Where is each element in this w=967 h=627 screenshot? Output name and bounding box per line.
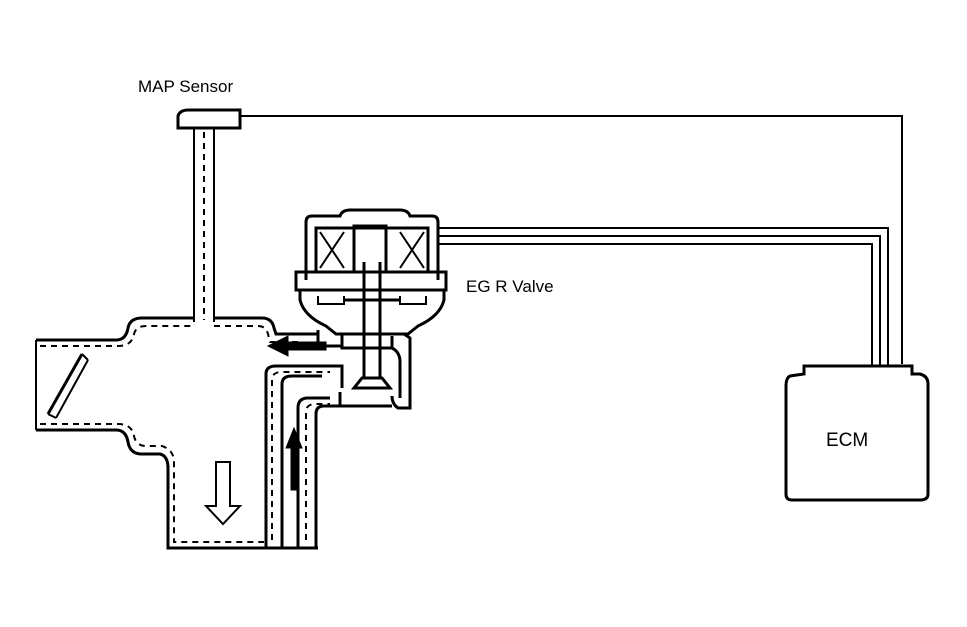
map-sensor-label: MAP Sensor: [138, 77, 233, 96]
egr-valve: [294, 208, 448, 410]
flow-arrow-down-icon: [203, 461, 243, 526]
egr-passage: [264, 334, 344, 548]
intake-manifold: [35, 316, 320, 550]
map-sensor: [176, 108, 242, 322]
flow-arrow-left-icon: [266, 335, 327, 357]
ecm-unit: ECM: [784, 364, 930, 502]
throttle-plate-icon: [46, 353, 89, 419]
map-signal-wire: [240, 115, 903, 364]
egr-valve-harness: [438, 227, 889, 366]
flow-arrow-up-icon: [285, 426, 303, 491]
egr-valve-label: EG R Valve: [466, 277, 554, 296]
ecm-label: ECM: [826, 430, 868, 451]
